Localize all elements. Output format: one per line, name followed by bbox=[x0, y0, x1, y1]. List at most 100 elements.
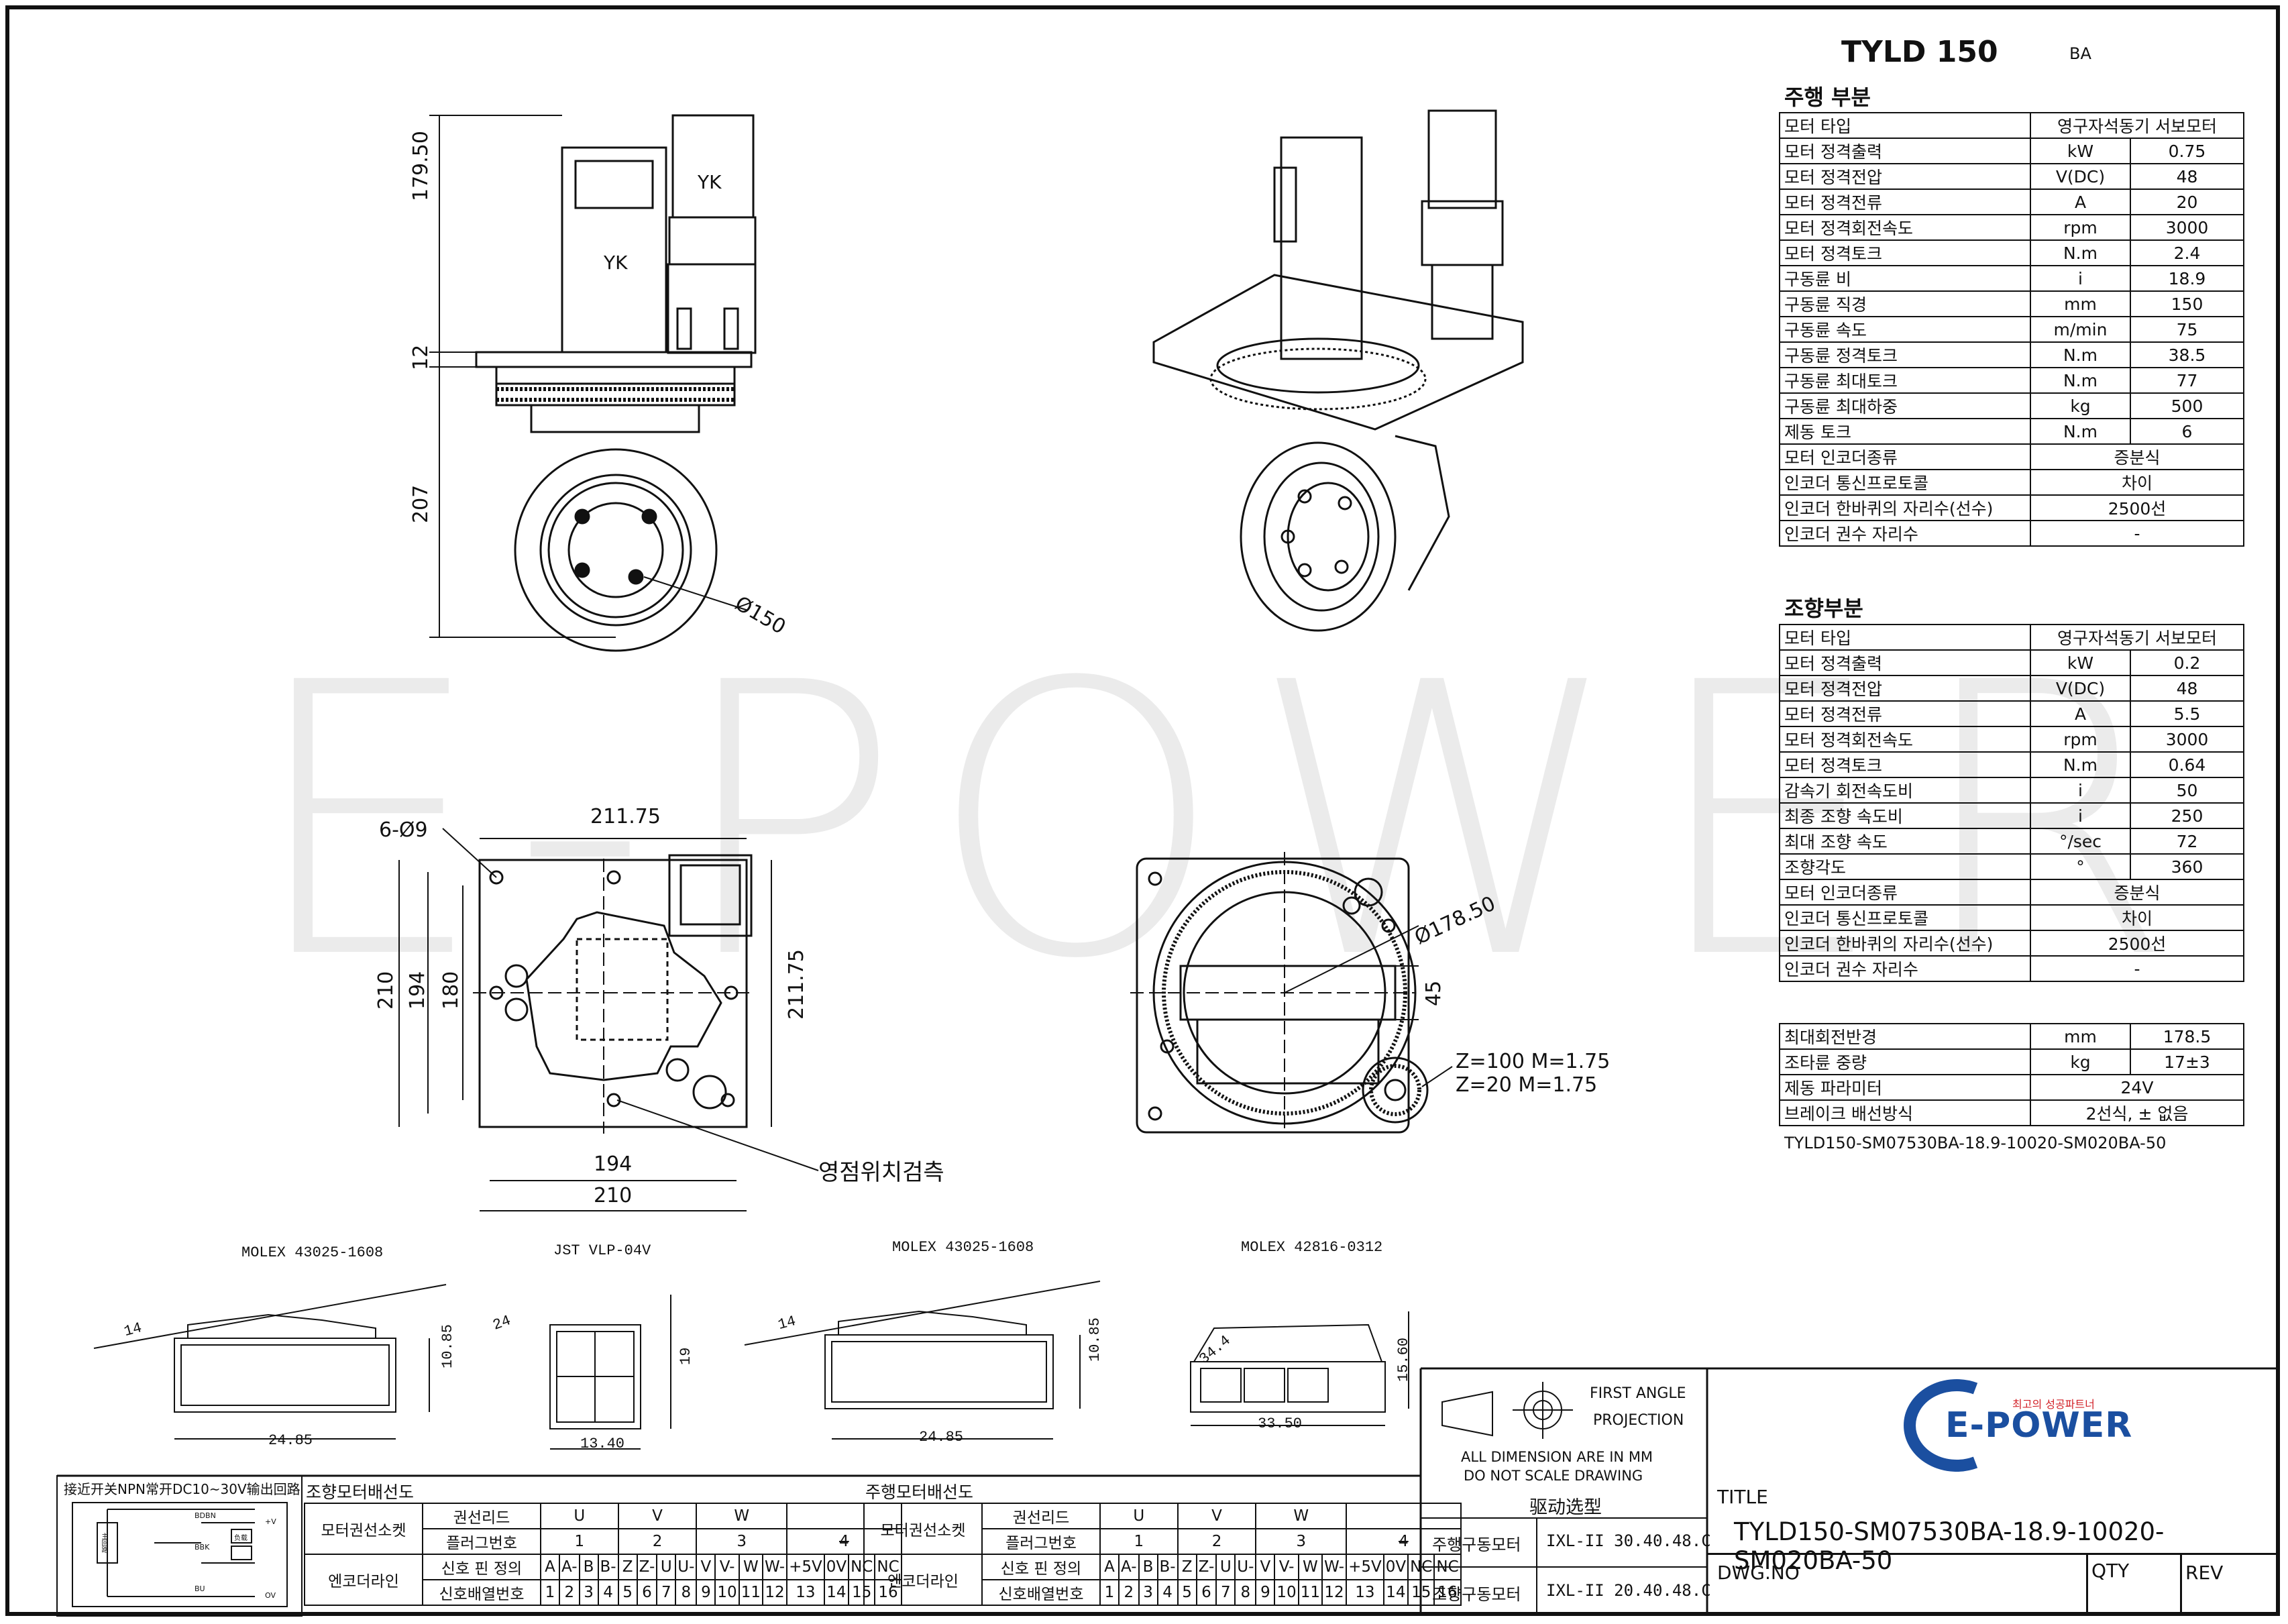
logo-tagline: 최고의 성공파트너 bbox=[2012, 1398, 2095, 1411]
spec-param: 인코더 권수 자리수 bbox=[1779, 520, 2031, 547]
spec-unit: - bbox=[2030, 520, 2244, 547]
spec-param: 최종 조향 속도비 bbox=[1779, 802, 2031, 829]
spec-param: 제동 파라미터 bbox=[1779, 1074, 2031, 1101]
no-scale-note: DO NOT SCALE DRAWING bbox=[1464, 1468, 1643, 1484]
signal-number-cell: 4 bbox=[597, 1579, 619, 1606]
dim-flange-height: 12 bbox=[409, 344, 433, 370]
signal-number-cell: 15 bbox=[1407, 1579, 1435, 1606]
dim-height-180: 180 bbox=[439, 971, 463, 1010]
steer-motor-code: IXL-II 20.40.48.C bbox=[1546, 1581, 1711, 1600]
sensor-block-title: 接近开关NPN常开DC10~30V输出回路 bbox=[64, 1481, 301, 1497]
spec-unit: kW bbox=[2030, 138, 2131, 164]
signal-name-cell: V bbox=[696, 1554, 716, 1580]
spec-unit: N.m bbox=[2030, 751, 2131, 778]
spec-param: 최대 조향 속도 bbox=[1779, 828, 2031, 855]
model-code: TYLD150-SM07530BA-18.9-10020-SM020BA-50 bbox=[1784, 1134, 2167, 1152]
signal-number-cell: 5 bbox=[1177, 1579, 1197, 1606]
zero-position-label: 영점위치검측 bbox=[818, 1159, 944, 1186]
connector-2-dim-b: 19 bbox=[677, 1347, 694, 1365]
select-divider-v bbox=[1536, 1517, 1537, 1616]
phase-empty bbox=[1346, 1503, 1462, 1529]
phase-cell: V bbox=[617, 1503, 698, 1529]
sensor-label-bn: BDBN bbox=[195, 1511, 216, 1520]
spec-param: 모터 타입 bbox=[1779, 112, 2031, 139]
spec-param: 감속기 회전속도비 bbox=[1779, 777, 2031, 804]
signal-number-cell: 11 bbox=[738, 1579, 763, 1606]
signal-name-cell: V- bbox=[714, 1554, 740, 1580]
dim-gear-45: 45 bbox=[1422, 980, 1446, 1006]
spec-unit: A bbox=[2030, 700, 2131, 727]
plan-view-steer bbox=[1130, 852, 1453, 1134]
drive-motor-code: IXL-II 30.40.48.C bbox=[1546, 1531, 1711, 1550]
sensor-circuit bbox=[56, 1475, 303, 1617]
spec-value: 500 bbox=[2130, 392, 2244, 419]
signal-number-cell: 7 bbox=[656, 1579, 677, 1606]
gear-spec-1: Z=100 M=1.75 bbox=[1456, 1050, 1611, 1073]
signal-name-cell: W bbox=[738, 1554, 763, 1580]
spec-unit: kg bbox=[2030, 1048, 2131, 1075]
signal-number-cell: 2 bbox=[559, 1579, 580, 1606]
signal-name-cell: U bbox=[656, 1554, 677, 1580]
connector-4-dim-b: 15.60 bbox=[1395, 1337, 1412, 1382]
steer-section-heading: 조향부분 bbox=[1784, 596, 1863, 621]
spec-param: 모터 정격전류 bbox=[1779, 188, 2031, 215]
lead-label: 권선리드 bbox=[981, 1503, 1101, 1529]
spec-param: 구동륜 직경 bbox=[1779, 290, 2031, 317]
spec-param: 최대회전반경 bbox=[1779, 1023, 2031, 1050]
qty-divider bbox=[2086, 1553, 2088, 1616]
spec-param: 인코더 통신프로토콜 bbox=[1779, 469, 2031, 496]
plug-number-cell: 2 bbox=[1177, 1528, 1257, 1555]
spec-value: 77 bbox=[2130, 367, 2244, 394]
plug-number-label: 플러그번호 bbox=[981, 1528, 1101, 1555]
spec-param: 인코더 통신프로토콜 bbox=[1779, 904, 2031, 931]
signal-name-cell: A bbox=[1099, 1554, 1120, 1580]
plug-number-label: 플러그번호 bbox=[422, 1528, 541, 1555]
drive-motor-label: 주행구동모터 bbox=[1432, 1535, 1521, 1554]
spec-param: 구동륜 속도 bbox=[1779, 316, 2031, 343]
signal-number-cell: 10 bbox=[714, 1579, 740, 1606]
spec-param: 인코더 한바퀴의 자리수(선수) bbox=[1779, 494, 2031, 521]
spec-param: 제동 토크 bbox=[1779, 418, 2031, 445]
drive-select-label: 驱动选型 bbox=[1529, 1497, 1602, 1518]
spec-value: 0.64 bbox=[2130, 751, 2244, 778]
sensor-label-main: 主回路 bbox=[100, 1533, 107, 1553]
spec-value: 17±3 bbox=[2130, 1048, 2244, 1075]
signal-number-cell: 16 bbox=[1433, 1579, 1462, 1606]
signal-name-cell: A- bbox=[559, 1554, 580, 1580]
projection-label: PROJECTION bbox=[1593, 1412, 1684, 1429]
spec-value: 178.5 bbox=[2130, 1023, 2244, 1050]
spec-unit: rpm bbox=[2030, 214, 2131, 241]
phase-cell: V bbox=[1177, 1503, 1257, 1529]
spec-param: 모터 정격회전속도 bbox=[1779, 726, 2031, 753]
spec-unit: 2500선 bbox=[2030, 494, 2244, 521]
spec-param: 모터 정격전압 bbox=[1779, 675, 2031, 702]
first-angle-label: FIRST ANGLE bbox=[1590, 1385, 1686, 1402]
connector-1-name: MOLEX 43025-1608 bbox=[241, 1244, 384, 1261]
signal-number-cell: 13 bbox=[1346, 1579, 1384, 1606]
select-divider-2 bbox=[1421, 1566, 1707, 1568]
spec-unit: N.m bbox=[2030, 367, 2131, 394]
spec-value: 2.4 bbox=[2130, 239, 2244, 266]
spec-value: 48 bbox=[2130, 675, 2244, 702]
spec-param: 모터 정격전류 bbox=[1779, 700, 2031, 727]
connector-1-dim-b: 10.85 bbox=[439, 1323, 456, 1368]
spec-unit: 차이 bbox=[2030, 469, 2244, 496]
signal-name-cell: V- bbox=[1274, 1554, 1299, 1580]
encoder-line-label: 엔코더라인 bbox=[863, 1554, 983, 1606]
spec-value: 50 bbox=[2130, 777, 2244, 804]
spec-unit: 영구자석동기 서보모터 bbox=[2030, 112, 2244, 139]
signal-name-cell: W- bbox=[1321, 1554, 1348, 1580]
spec-unit: 24V bbox=[2030, 1074, 2244, 1101]
sensor-label-bu: BU bbox=[195, 1584, 205, 1593]
signal-name-cell: Z- bbox=[636, 1554, 658, 1580]
